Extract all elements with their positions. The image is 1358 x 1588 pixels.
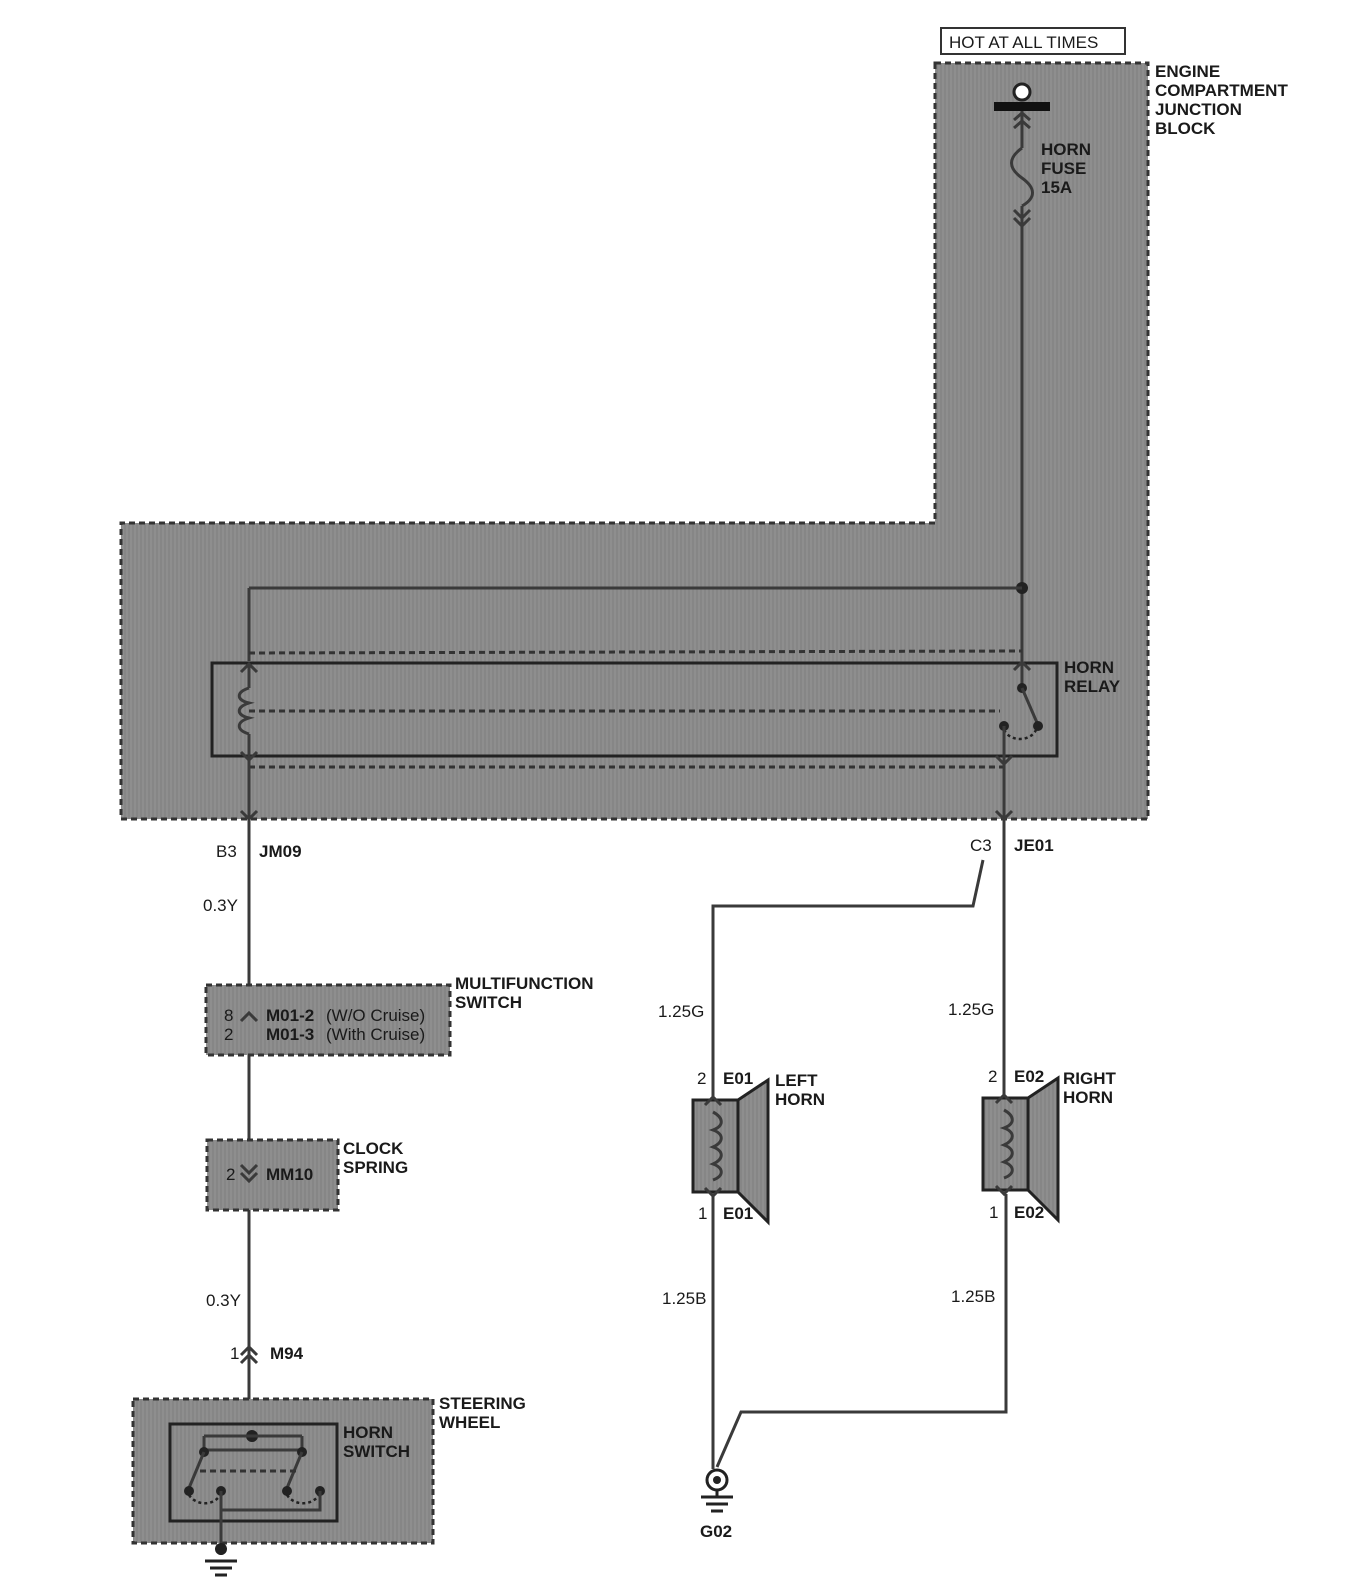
wire-label-w4: 1.25G [948,1000,994,1019]
horn-switch-name-2: SWITCH [343,1442,410,1461]
mfs-pin2: 2 [224,1025,233,1044]
left-horn-name-2: HORN [775,1090,825,1109]
horn-switch-name-1: HORN [343,1423,393,1442]
relay-label-2: RELAY [1064,677,1121,696]
jm09-label: JM09 [259,842,302,861]
relay-label-1: HORN [1064,658,1114,677]
clock-spring-box [205,1138,340,1212]
horn-relay-box [210,661,1059,758]
steering-name-1: STEERING [439,1394,526,1413]
clock-name-2: SPRING [343,1158,408,1177]
wire-label-w6: 1.25B [951,1287,995,1306]
clock-name-1: CLOCK [343,1139,404,1158]
horn-switch-box [168,1422,339,1523]
left-horn-icon [691,1077,770,1226]
mfs-name-1: MULTIFUNCTION [455,974,594,993]
fuse-label-1: HORN [1041,140,1091,159]
junction-block-name-3: JUNCTION [1155,100,1242,119]
mm10-pin: 2 [226,1165,235,1184]
e01-top-label: E01 [723,1069,753,1088]
e01-bot-label: E01 [723,1204,753,1223]
mfs-conn2: M01-3 [266,1025,314,1044]
supply-label: HOT AT ALL TIMES [949,33,1098,52]
jm09-pin: B3 [216,842,237,861]
ground-label: G02 [700,1522,732,1541]
supply-label-box [940,27,1126,55]
fuse-label-3: 15A [1041,178,1072,197]
relay-switch [994,659,1043,822]
wire-label-w5: 1.25B [662,1289,706,1308]
m94-label: M94 [270,1344,304,1363]
wire-label-w2: 0.3Y [206,1291,241,1310]
left-horn-name-1: LEFT [775,1071,818,1090]
multifunction-switch-box [204,983,452,1057]
e01-bot-pin: 1 [698,1204,707,1223]
wire-label-w3: 1.25G [658,1002,704,1021]
junction-block-area [119,61,1150,821]
power-bar [994,102,1050,111]
mfs-conn2-note: (With Cruise) [326,1025,425,1044]
fuse-label-2: FUSE [1041,159,1086,178]
mm10-label: MM10 [266,1165,313,1184]
m94-pin: 1 [230,1344,239,1363]
steering-name-2: WHEEL [439,1413,500,1432]
mfs-conn1-note: (W/O Cruise) [326,1006,425,1025]
power-terminal [1012,82,1032,102]
junction-block-name-4: BLOCK [1155,119,1216,138]
relay-coil [237,661,259,822]
right-horn-name-2: HORN [1063,1088,1113,1107]
g02-ground-icon [701,1468,733,1513]
right-horn-icon [981,1075,1060,1224]
e01-top-pin: 2 [697,1069,706,1088]
e02-bot-pin: 1 [989,1203,998,1222]
right-horn-name-1: RIGHT [1063,1069,1117,1088]
e02-top-label: E02 [1014,1067,1044,1086]
e02-bot-label: E02 [1014,1203,1044,1222]
steering-ground-icon [205,1543,237,1577]
je01-label: JE01 [1014,836,1054,855]
mfs-pin1: 8 [224,1006,233,1025]
je01-pin: C3 [970,836,992,855]
junction-block-name-1: ENGINE [1155,62,1220,81]
mfs-name-2: SWITCH [455,993,522,1012]
mfs-conn1: M01-2 [266,1006,314,1025]
wire-label-w1: 0.3Y [203,896,238,915]
e02-top-pin: 2 [988,1067,997,1086]
junction-block-name-2: COMPARTMENT [1155,81,1288,100]
